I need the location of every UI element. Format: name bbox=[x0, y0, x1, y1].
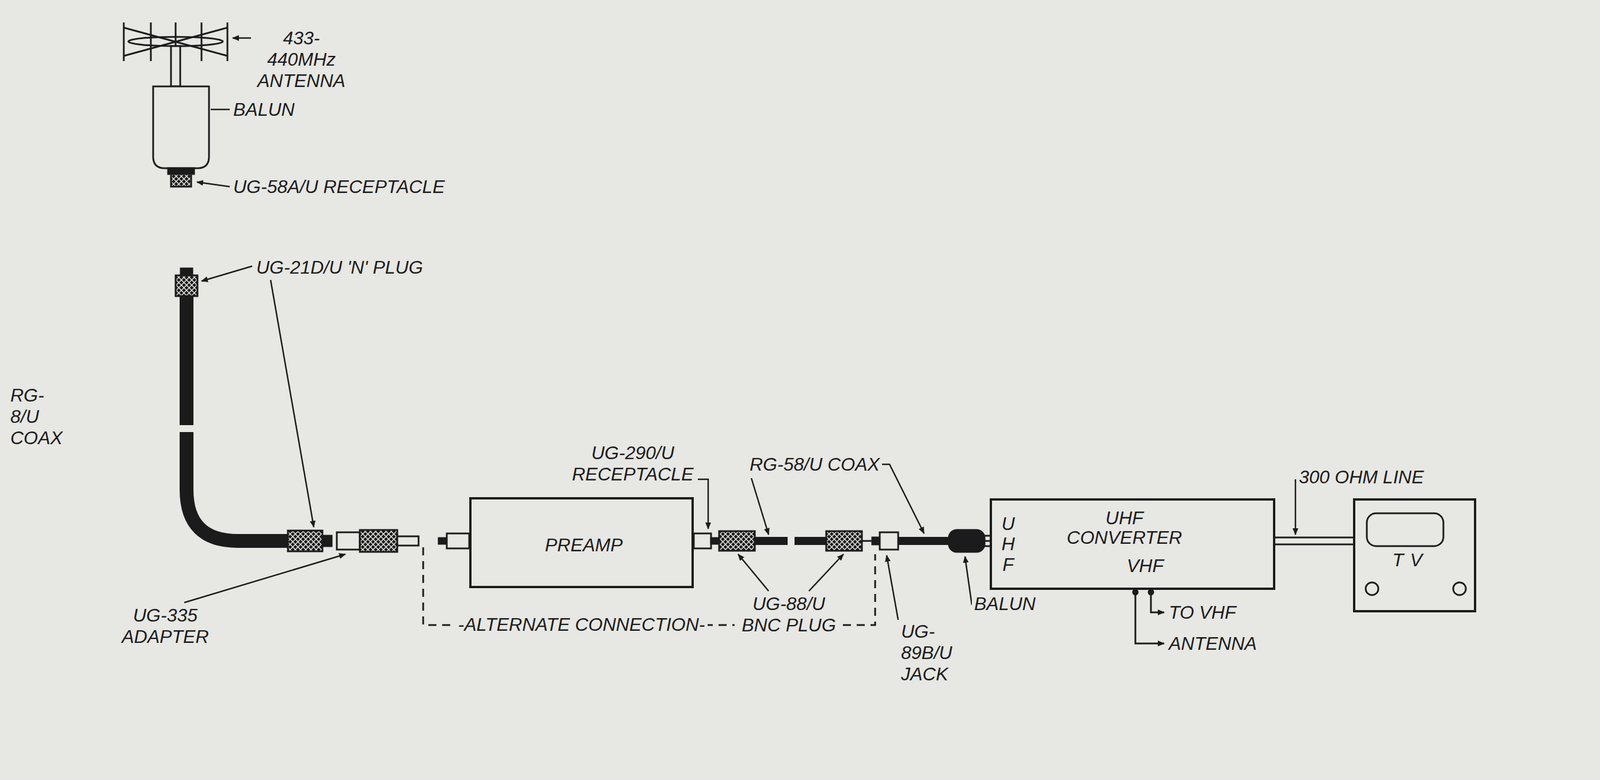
part-label: RG-58/U COAX bbox=[747, 453, 883, 475]
part-label: 433-440MHz ANTENNA bbox=[255, 27, 348, 91]
balun-top bbox=[153, 86, 209, 187]
part-label: UG-58A/U RECEPTACLE bbox=[230, 176, 448, 198]
part-label: BALUN bbox=[971, 593, 1039, 615]
antenna bbox=[123, 22, 228, 87]
converter-terminals bbox=[1133, 589, 1165, 644]
part-label: UG-89B/U JACK bbox=[898, 620, 955, 684]
rg58-coax bbox=[719, 529, 990, 552]
node-text: TV bbox=[1392, 549, 1429, 571]
node-text: PREAMP bbox=[544, 534, 623, 556]
part-label: -ALTERNATE CONNECTION- bbox=[455, 613, 708, 636]
part-label: 300 OHM LINE bbox=[1296, 466, 1427, 488]
converter-box: UHF UHF CONVERTER VHF bbox=[989, 498, 1276, 590]
part-label: UG-335 ADAPTER bbox=[119, 604, 211, 648]
twin-lead-line bbox=[1275, 537, 1354, 545]
part-label: UG-290/U RECEPTACLE bbox=[569, 442, 696, 485]
part-label: UG-88/U BNC PLUG bbox=[734, 593, 843, 636]
tv-box: TV bbox=[1353, 498, 1477, 613]
tv-set bbox=[1365, 512, 1466, 595]
leader-lines bbox=[184, 37, 1296, 620]
node-text: UHF bbox=[998, 513, 1018, 575]
ug335-adapter bbox=[336, 529, 419, 552]
preamp-box: PREAMP bbox=[469, 496, 694, 588]
node-text: UHF CONVERTER bbox=[1066, 508, 1183, 547]
part-label: TO VHF ANTENNA bbox=[1166, 596, 1269, 659]
rg8-coax bbox=[171, 268, 332, 551]
part-label: RG-8/U COAX bbox=[8, 384, 66, 448]
node-text: VHF bbox=[1126, 555, 1164, 577]
part-label: UG-21D/U 'N' PLUG bbox=[253, 256, 426, 279]
part-label: BALUN bbox=[230, 99, 298, 121]
